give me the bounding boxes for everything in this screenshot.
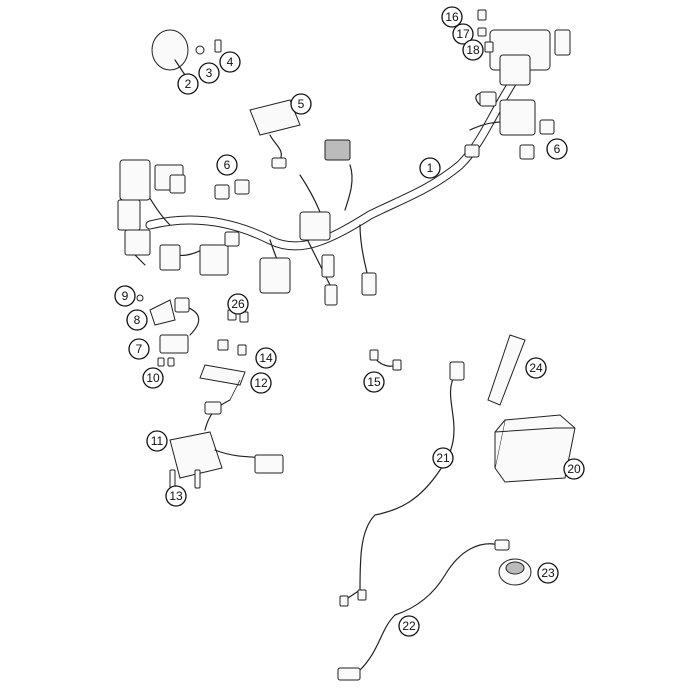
callout-12: 12 (250, 372, 272, 394)
svg-text:15: 15 (367, 375, 381, 389)
callout-20: 20 (563, 458, 585, 480)
svg-text:21: 21 (436, 451, 450, 465)
callout-22: 22 (398, 615, 420, 637)
svg-text:3: 3 (206, 66, 213, 80)
sensor-bracket-assembly (136, 294, 200, 367)
svg-text:4: 4 (227, 55, 234, 69)
svg-text:18: 18 (466, 43, 480, 57)
callout-11: 11 (146, 430, 168, 452)
svg-text:8: 8 (134, 313, 141, 327)
callout-5: 5 (290, 93, 312, 115)
callout-2: 2 (177, 73, 199, 95)
callouts: 1 2 3 4 5 6 6 7 8 9 10 11 12 13 14 15 16… (114, 6, 585, 637)
fuse-box-assembly (477, 9, 571, 86)
svg-text:24: 24 (529, 361, 543, 375)
svg-text:5: 5 (298, 97, 305, 111)
regulator-assembly (169, 309, 284, 489)
svg-text:6: 6 (224, 158, 231, 172)
callout-13: 13 (165, 485, 187, 507)
callout-17: 17 (452, 23, 474, 45)
callout-4: 4 (219, 51, 241, 73)
svg-text:22: 22 (402, 619, 416, 633)
control-unit (249, 99, 301, 169)
callout-6-right: 6 (546, 138, 568, 160)
svg-text:17: 17 (456, 27, 470, 41)
callout-8: 8 (126, 309, 148, 331)
svg-text:7: 7 (136, 342, 143, 356)
callout-24: 24 (525, 357, 547, 379)
starter-relay (498, 558, 532, 586)
callout-14: 14 (255, 347, 277, 369)
callout-7: 7 (128, 338, 150, 360)
svg-text:23: 23 (541, 566, 555, 580)
svg-text:10: 10 (146, 371, 160, 385)
callout-16: 16 (441, 6, 463, 28)
callout-3: 3 (198, 62, 220, 84)
svg-text:1: 1 (427, 161, 434, 175)
callout-1: 1 (419, 157, 441, 179)
callout-23: 23 (537, 562, 559, 584)
relay-group-right (519, 119, 555, 160)
svg-text:6: 6 (554, 142, 561, 156)
horn-assembly (151, 29, 222, 76)
svg-text:13: 13 (169, 489, 183, 503)
svg-text:2: 2 (185, 77, 192, 91)
battery-strap (487, 334, 526, 406)
svg-text:26: 26 (231, 297, 245, 311)
svg-text:14: 14 (259, 351, 273, 365)
battery (494, 414, 576, 483)
svg-text:9: 9 (122, 289, 129, 303)
callout-6-left: 6 (216, 154, 238, 176)
main-wiring-harness (117, 65, 536, 306)
svg-text:16: 16 (445, 10, 459, 24)
ground-cable (369, 349, 402, 371)
callout-9: 9 (114, 285, 136, 307)
svg-text:12: 12 (254, 376, 268, 390)
callout-10: 10 (142, 367, 164, 389)
callout-21: 21 (432, 447, 454, 469)
battery-cable-negative (337, 539, 510, 681)
callout-26: 26 (227, 293, 249, 315)
svg-text:11: 11 (151, 434, 164, 448)
battery-cable-positive (339, 361, 465, 607)
callout-15: 15 (363, 371, 385, 393)
svg-text:20: 20 (567, 462, 581, 476)
relay-group-left (214, 179, 250, 200)
callout-18: 18 (462, 39, 484, 61)
